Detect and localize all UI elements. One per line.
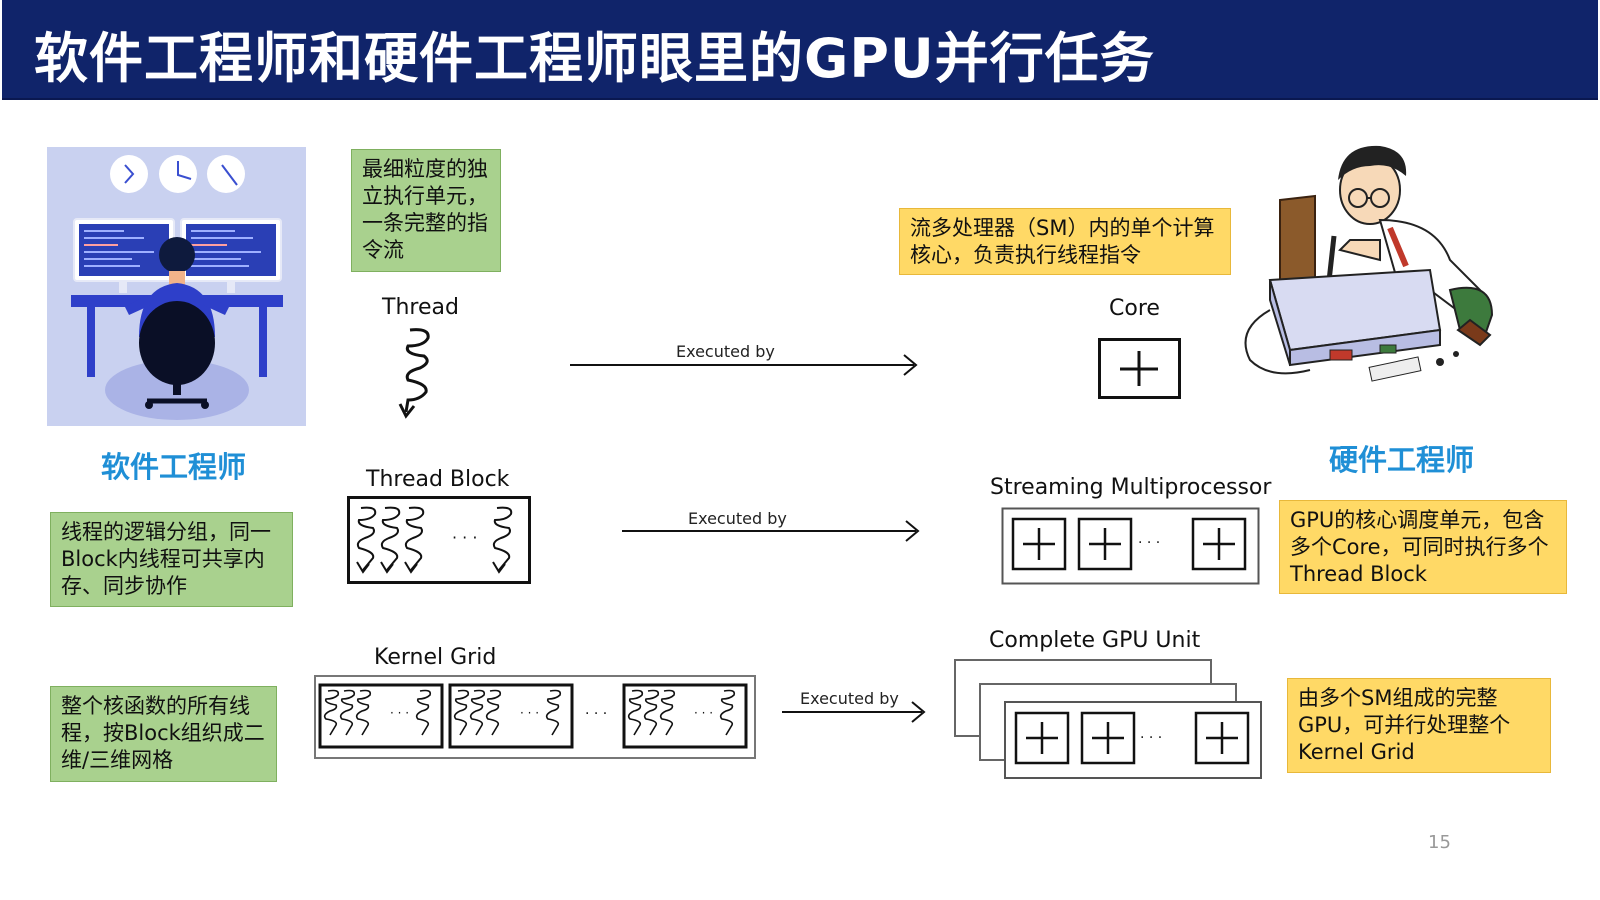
monitor-icon	[180, 218, 282, 293]
sm-box	[1001, 507, 1260, 585]
clock-icon	[110, 155, 148, 193]
thread-squiggle	[398, 328, 430, 419]
core-note: 流多处理器（SM）内的单个计算核心，负责执行线程指令	[899, 208, 1231, 275]
title-bar	[2, 0, 1598, 100]
grid-block3-dots: · · ·	[694, 706, 714, 720]
clock-icon	[159, 155, 197, 193]
page-title: 软件工程师和硬件工程师眼里的GPU并行任务	[34, 27, 1155, 90]
sm-note: GPU的核心调度单元，包含多个Core，可同时执行多个Thread Block	[1279, 500, 1567, 594]
core-box	[1098, 338, 1181, 399]
gpu-front-sm	[1004, 701, 1262, 779]
core-label: Core	[1109, 296, 1160, 321]
block-note: 线程的逻辑分组，同一Block内线程可共享内存、同步协作	[50, 512, 293, 607]
page-number: 15	[1428, 832, 1451, 853]
sm-dots: · · ·	[1138, 535, 1161, 551]
executed-by-label-3: Executed by	[800, 689, 899, 708]
gpu-dots: · · ·	[1140, 730, 1163, 746]
gpu-note: 由多个SM组成的完整GPU，可并行处理整个Kernel Grid	[1287, 678, 1551, 773]
clock-icon	[207, 155, 245, 193]
kernel-grid-box	[314, 675, 756, 759]
thread-block-label: Thread Block	[366, 467, 510, 492]
grid-dots: · · ·	[585, 706, 608, 722]
grid-note: 整个核函数的所有线程，按Block组织成二维/三维网格	[50, 686, 277, 782]
thread-block-box	[347, 496, 531, 584]
gpu-label: Complete GPU Unit	[989, 628, 1201, 653]
hardware-engineer-illustration	[1244, 145, 1494, 382]
software-engineer-illustration	[47, 147, 306, 426]
grid-block2-dots: · · ·	[520, 706, 540, 720]
executed-by-label-2: Executed by	[688, 509, 787, 528]
sm-label: Streaming Multiprocessor	[990, 475, 1272, 500]
executed-by-arrow-1	[570, 354, 918, 376]
hardware-engineer-title: 硬件工程师	[1329, 443, 1475, 477]
block-dots: · · ·	[452, 528, 478, 547]
kernel-grid-label: Kernel Grid	[374, 645, 497, 670]
sm-core-1	[1011, 517, 1067, 571]
grid-block1-dots: · · ·	[390, 706, 410, 720]
software-engineer-title: 软件工程师	[101, 450, 247, 484]
sm-core-n	[1191, 517, 1247, 571]
executed-by-arrow-3	[782, 701, 926, 723]
gpu-stack	[954, 659, 1262, 779]
monitor-icon	[73, 218, 175, 293]
executed-by-label-1: Executed by	[676, 342, 775, 361]
sm-core-2	[1077, 517, 1133, 571]
thread-note: 最细粒度的独立执行单元，一条完整的指令流	[351, 149, 501, 272]
executed-by-arrow-2	[622, 520, 920, 542]
thread-label: Thread	[382, 295, 459, 320]
